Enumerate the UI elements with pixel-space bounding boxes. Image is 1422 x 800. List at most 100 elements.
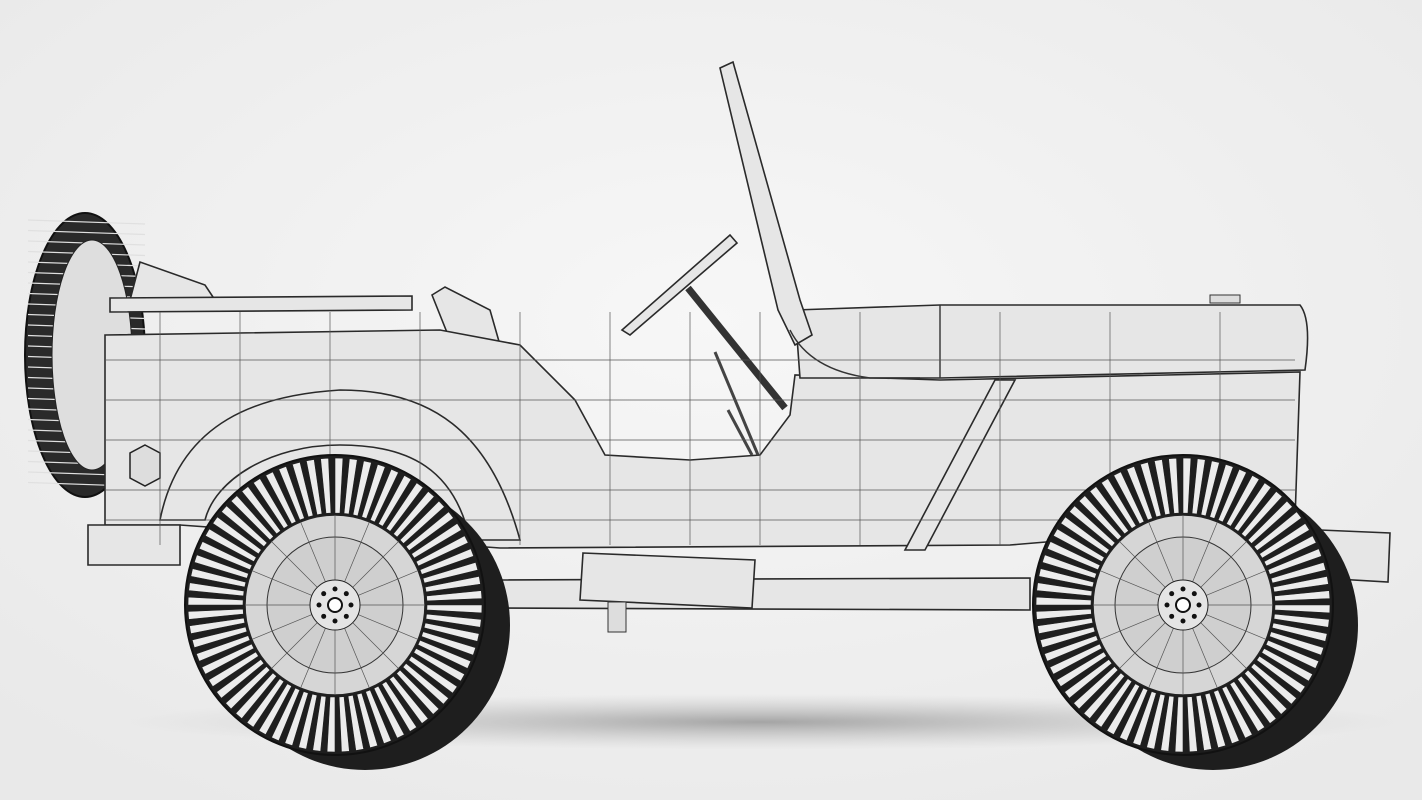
tread-block (220, 505, 268, 548)
lug-nut (332, 618, 338, 624)
tread-block (1229, 681, 1266, 732)
muffler (579, 552, 756, 609)
tread-block (1049, 643, 1103, 675)
steering-wheel (620, 233, 739, 336)
lug-nut (1169, 613, 1175, 619)
tread-block (284, 691, 309, 747)
tread-block (298, 693, 318, 750)
rim-wire (344, 627, 370, 689)
lug-nut (1164, 602, 1170, 608)
rim-wire (271, 541, 318, 588)
tread-block (343, 458, 358, 515)
lug-nut (348, 602, 354, 608)
tread-block (1221, 685, 1253, 739)
tread-block (408, 655, 458, 694)
tread-block (201, 643, 255, 675)
tread-block (1174, 696, 1184, 753)
rim-wire (352, 622, 399, 669)
tread-block (405, 511, 454, 551)
tread-block (356, 692, 379, 749)
rim-wire (1148, 521, 1174, 583)
rim-wire (1205, 570, 1267, 596)
tread-block (1038, 568, 1095, 588)
rim-wire (1119, 541, 1166, 588)
tread-block (1269, 631, 1325, 656)
gear-lever (713, 351, 760, 456)
lug-nut (321, 591, 327, 597)
rim-wire (1205, 614, 1267, 640)
tread-block (1052, 528, 1105, 563)
rim-wire (344, 521, 370, 583)
tread-block (1041, 554, 1097, 579)
rim-wire (1200, 622, 1247, 669)
tread-block (208, 651, 259, 688)
tread-block (305, 459, 323, 516)
tread-block (291, 461, 314, 518)
hub-cap (327, 597, 343, 613)
tread-block (1036, 582, 1093, 597)
spare-tread (27, 229, 146, 236)
tread-block (1119, 687, 1149, 742)
lug-nut (1169, 591, 1175, 597)
tread-block (1259, 522, 1310, 559)
tread-block (377, 474, 412, 527)
lug-nut (343, 591, 349, 597)
rim-wire (1200, 541, 1247, 588)
tread-block (189, 617, 246, 635)
hood (794, 304, 1309, 379)
rim-wire (1192, 521, 1218, 583)
tread-block (373, 685, 405, 739)
rim-wire (271, 622, 318, 669)
tread-block (1094, 678, 1133, 728)
tread-block (422, 561, 479, 584)
tow-hook (607, 601, 627, 633)
lug-nut (1191, 591, 1197, 597)
rim-wire (357, 570, 419, 596)
hex-emblem-icon (129, 444, 161, 487)
frame-rail (479, 577, 1031, 611)
tread-block (241, 486, 281, 535)
tread-block (415, 535, 469, 567)
tread-block (365, 689, 392, 745)
tread-block (1274, 604, 1331, 614)
tread-block (385, 482, 424, 532)
tread-block (225, 666, 271, 710)
tread-block (190, 568, 247, 588)
tread-block (417, 639, 472, 669)
tread-block (1247, 500, 1293, 544)
tread-block (1274, 590, 1331, 602)
rim-wire (251, 570, 313, 596)
tread-block (1078, 495, 1122, 541)
tread-block (191, 626, 248, 649)
tread-block (347, 694, 365, 751)
rim-wire (251, 614, 313, 640)
rim-wire (300, 627, 326, 689)
tread-block (1225, 474, 1260, 527)
side-rail (109, 295, 413, 313)
rim-wire (352, 541, 399, 588)
tread-block (338, 696, 350, 753)
tread-block (1272, 575, 1329, 593)
tread-block (352, 460, 372, 517)
tread-block (312, 695, 327, 752)
tread-block (195, 635, 251, 662)
tread-block (1217, 468, 1247, 523)
tread-block (1035, 596, 1092, 606)
tread-block (1132, 691, 1157, 747)
rear-bumper (87, 524, 181, 566)
tread-block (1253, 511, 1302, 551)
tread-block (193, 554, 249, 579)
tread-block (1146, 693, 1166, 750)
tread-block (1240, 490, 1283, 538)
tread-block (1068, 505, 1116, 548)
tread-block (1037, 617, 1094, 635)
tread-block (216, 659, 265, 699)
tread-block (1233, 482, 1272, 532)
tread-block (1265, 639, 1320, 669)
tread-block (1126, 465, 1153, 521)
tread-block (1267, 548, 1323, 575)
tread-block (1073, 666, 1119, 710)
tread-block (1182, 457, 1192, 514)
tread-block (1213, 689, 1240, 745)
